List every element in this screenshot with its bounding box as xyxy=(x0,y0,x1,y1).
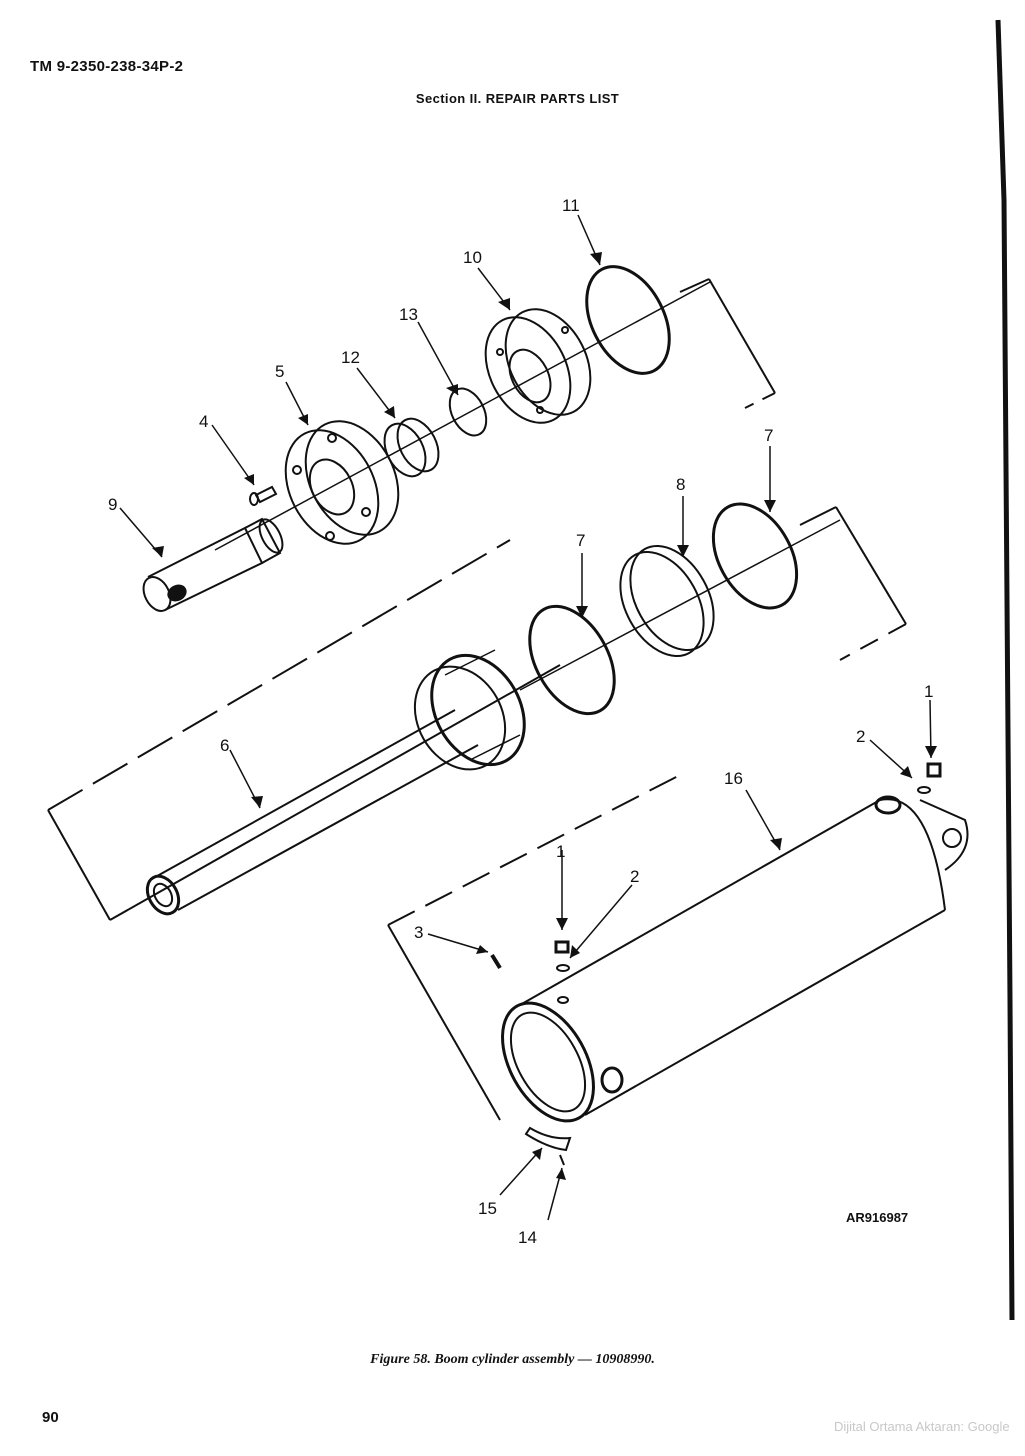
callout-8: 8 xyxy=(676,475,685,494)
leader-lines xyxy=(119,214,932,1221)
callout-16: 16 xyxy=(724,769,743,788)
callout-14: 14 xyxy=(518,1228,537,1247)
art-reference: AR916987 xyxy=(846,1210,909,1225)
group-box-edge xyxy=(744,392,776,409)
page-edge xyxy=(995,19,1015,1321)
callout-6: 6 xyxy=(220,736,229,755)
tm-number: TM 9-2350-238-34P-2 xyxy=(30,58,184,75)
part-16-cylinder-barrel xyxy=(501,795,969,1123)
callout-15: 15 xyxy=(478,1199,497,1218)
callout-7-lower: 7 xyxy=(576,531,585,550)
callout-10: 10 xyxy=(463,248,482,267)
callout-labels: 11 10 13 12 5 4 9 7 8 7 6 1 2 16 1 2 3 1… xyxy=(108,196,933,1247)
axis-line xyxy=(519,519,841,691)
callout-4: 4 xyxy=(199,412,208,431)
callout-7: 7 xyxy=(764,426,773,445)
part-6-piston-rod xyxy=(145,649,526,916)
figure-caption: Figure 58. Boom cylinder assembly — 1090… xyxy=(370,1352,655,1367)
arrowheads xyxy=(152,252,937,1180)
group-box-edge xyxy=(47,539,511,811)
part-5-flange xyxy=(284,420,400,545)
callout-11: 11 xyxy=(562,196,580,215)
callout-2-lower: 2 xyxy=(630,867,639,886)
callout-5: 5 xyxy=(275,362,284,381)
group-box-edge xyxy=(679,278,710,293)
group-box-edge xyxy=(839,623,907,661)
part-12-seal xyxy=(383,417,440,478)
group-box-edge xyxy=(387,774,681,926)
digitization-credit: Dijital Ortama Aktaran: Google xyxy=(834,1419,1010,1434)
callout-9: 9 xyxy=(108,495,117,514)
group-box-edge xyxy=(109,664,561,921)
group-box-edge xyxy=(47,809,111,921)
callout-12: 12 xyxy=(341,348,360,367)
part-4-screw xyxy=(249,485,278,506)
part-7-o-ring xyxy=(528,604,616,716)
group-box-edge xyxy=(835,506,907,625)
callout-1-lower: 1 xyxy=(556,842,565,861)
part-13-ring xyxy=(448,387,488,437)
part-8-backup-ring xyxy=(619,545,715,657)
part-7-o-ring-2 xyxy=(711,502,799,610)
part-fittings xyxy=(490,762,942,1166)
callout-1: 1 xyxy=(924,682,933,701)
group-box-edge xyxy=(387,924,501,1121)
section-title: Section II. REPAIR PARTS LIST xyxy=(415,91,620,106)
callout-3: 3 xyxy=(414,923,423,942)
group-box-edge xyxy=(708,278,776,394)
axis-line xyxy=(214,281,711,551)
part-10-gland xyxy=(484,308,592,424)
callout-13: 13 xyxy=(399,305,418,324)
page-number: 90 xyxy=(42,1409,59,1426)
callout-2: 2 xyxy=(856,727,865,746)
part-9-clevis xyxy=(142,517,284,612)
part-11-o-ring xyxy=(585,265,671,375)
group-box-edge xyxy=(799,506,837,526)
